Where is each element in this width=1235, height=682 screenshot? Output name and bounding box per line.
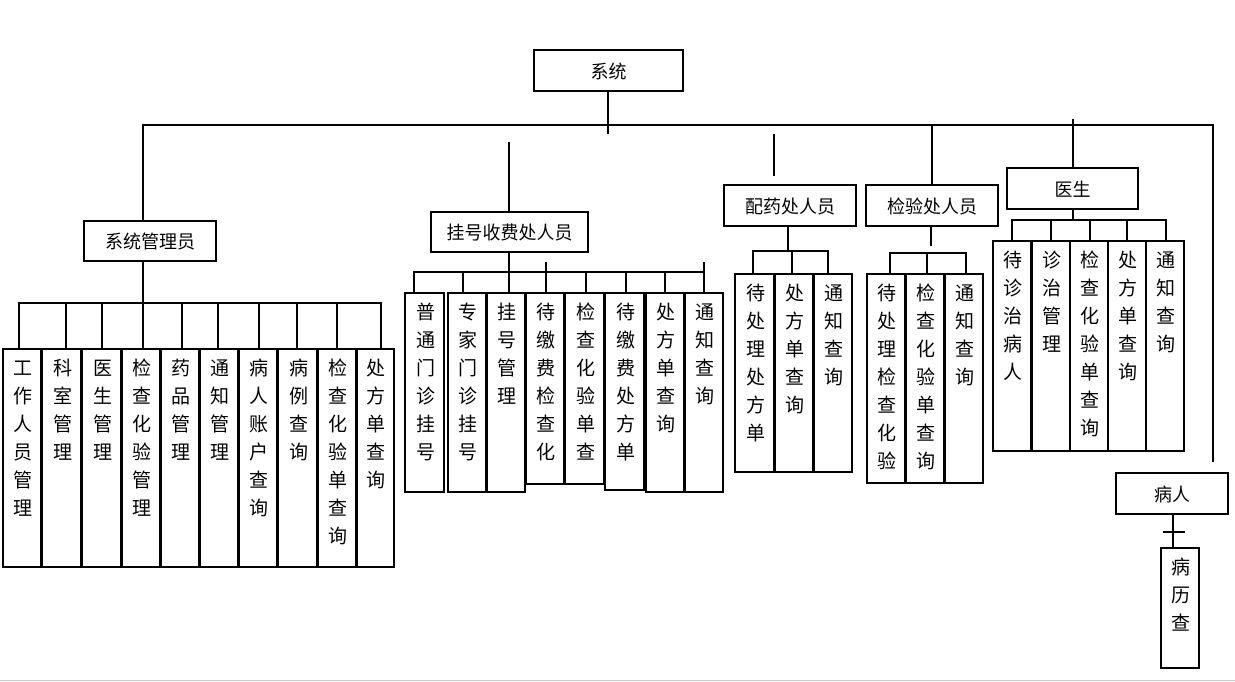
role-registration: 挂号收费处人员 bbox=[430, 211, 589, 253]
connector bbox=[101, 302, 103, 349]
connector bbox=[413, 271, 704, 273]
connector bbox=[752, 250, 754, 274]
page-bottom-edge bbox=[0, 680, 1235, 681]
function-box: 通知查询 bbox=[1145, 240, 1185, 452]
function-box: 检查化验单查询 bbox=[905, 273, 945, 484]
function-box: 诊治管理 bbox=[1031, 240, 1071, 452]
connector bbox=[1089, 219, 1091, 241]
connector bbox=[508, 271, 510, 293]
function-box: 待缴费检查化验 bbox=[525, 292, 565, 485]
connector bbox=[336, 302, 338, 349]
function-box: 工作人员管理 bbox=[2, 348, 42, 568]
connector bbox=[1011, 219, 1013, 241]
function-box: 检查化验管理 bbox=[121, 348, 161, 568]
root-node: 系统 bbox=[533, 49, 684, 92]
connector bbox=[1165, 219, 1167, 241]
connector bbox=[258, 302, 260, 349]
connector bbox=[462, 271, 464, 293]
connector bbox=[296, 302, 298, 349]
connector bbox=[1163, 531, 1185, 533]
function-box: 通知查询 bbox=[684, 292, 724, 493]
connector bbox=[752, 250, 828, 252]
function-box: 处方单查询 bbox=[774, 273, 814, 473]
connector bbox=[930, 226, 932, 246]
connector bbox=[787, 226, 789, 251]
connector bbox=[380, 302, 382, 349]
function-box: 医生管理 bbox=[81, 348, 122, 568]
connector bbox=[545, 262, 547, 293]
role-patient: 病人 bbox=[1115, 472, 1229, 515]
connector bbox=[625, 271, 627, 293]
function-box: 检查化验单查询 bbox=[1069, 240, 1109, 452]
function-box: 处方单查询 bbox=[1107, 240, 1147, 452]
connector bbox=[65, 302, 67, 349]
function-box: 待缴费处方单 bbox=[604, 292, 645, 491]
connector bbox=[1011, 219, 1166, 221]
function-box: 通知查询 bbox=[813, 273, 853, 473]
function-box: 专家门诊挂号 bbox=[447, 292, 487, 493]
connector bbox=[508, 142, 510, 212]
connector bbox=[508, 252, 510, 272]
role-doctor: 医生 bbox=[1006, 167, 1139, 210]
connector bbox=[18, 302, 381, 304]
connector bbox=[664, 271, 666, 293]
function-box: 检查化验单查询 bbox=[317, 348, 357, 568]
connector bbox=[703, 262, 705, 293]
role-pharmacy: 配药处人员 bbox=[723, 184, 857, 227]
function-box: 处方单查询 bbox=[645, 292, 685, 493]
role-lab: 检验处人员 bbox=[865, 184, 999, 227]
connector bbox=[1212, 124, 1214, 462]
connector bbox=[773, 134, 775, 176]
connector bbox=[965, 252, 967, 274]
function-box: 通知管理 bbox=[199, 348, 239, 568]
connector bbox=[142, 124, 144, 220]
connector bbox=[1050, 219, 1052, 241]
connector bbox=[142, 124, 1214, 126]
connector bbox=[791, 250, 793, 274]
connector bbox=[1072, 119, 1074, 169]
connector bbox=[607, 91, 609, 134]
function-box: 挂号管理 bbox=[486, 292, 526, 493]
connector bbox=[413, 271, 415, 293]
connector bbox=[142, 302, 144, 349]
connector bbox=[931, 124, 933, 184]
connector bbox=[889, 252, 891, 274]
function-box: 病例查询 bbox=[277, 348, 318, 568]
function-box: 处方单查询 bbox=[356, 348, 395, 568]
connector bbox=[217, 302, 219, 349]
connector bbox=[142, 261, 144, 303]
function-box: 普通门诊挂号 bbox=[404, 292, 445, 493]
connector bbox=[585, 271, 587, 293]
function-box: 科室管理 bbox=[41, 348, 82, 568]
connector bbox=[181, 302, 183, 349]
function-box: 检查化验单查询 bbox=[564, 292, 605, 485]
connector bbox=[1072, 208, 1074, 220]
function-box: 病历查询 bbox=[1160, 547, 1200, 669]
function-box: 待处理处方单 bbox=[734, 273, 775, 473]
connector bbox=[1126, 219, 1128, 241]
function-box: 病人账户查询 bbox=[238, 348, 278, 568]
function-box: 药品管理 bbox=[160, 348, 200, 568]
connector bbox=[18, 302, 20, 349]
connector bbox=[926, 252, 928, 274]
connector bbox=[827, 250, 829, 274]
function-box: 待处理检查化验 bbox=[866, 273, 906, 484]
function-box: 通知查询 bbox=[944, 273, 984, 484]
role-admin: 系统管理员 bbox=[83, 220, 217, 262]
function-box: 待诊治病人 bbox=[992, 240, 1032, 452]
